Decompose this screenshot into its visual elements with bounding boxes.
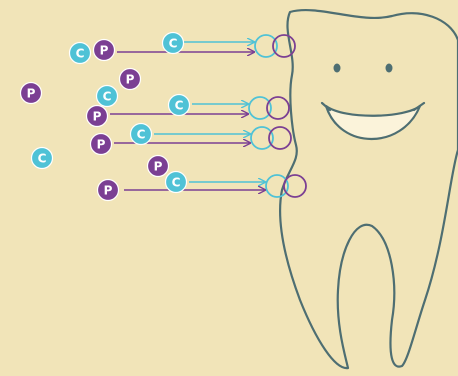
phosphate-ion-7-label: P (93, 110, 102, 124)
phosphate-ion-12: P (148, 156, 169, 177)
phosphate-ion-4-label: P (27, 87, 36, 101)
calcium-ion-6-label: C (103, 90, 112, 104)
calcium-ion-11: C (32, 148, 53, 169)
phosphate-ion-2-label: P (100, 44, 109, 58)
right-eye (386, 64, 393, 73)
calcium-ion-3: C (163, 33, 184, 54)
phosphate-ion-5-label: P (126, 73, 135, 87)
calcium-ion-9: C (131, 124, 152, 145)
ion-arrows (110, 42, 265, 190)
phosphate-ion-7: P (87, 106, 108, 127)
calcium-ion-1-label: C (76, 47, 85, 61)
calcium-ion-13-label: C (172, 176, 181, 190)
ring-pair-3 (251, 127, 291, 149)
calcium-ion-11-label: C (38, 152, 47, 166)
calcium-ion-1: C (70, 43, 91, 64)
phosphate-ion-14: P (98, 180, 119, 201)
phosphate-ion-10-label: P (97, 138, 106, 152)
phosphate-ion-10: P (91, 134, 112, 155)
tooth-outline (280, 10, 458, 368)
calcium-ion-8: C (169, 95, 190, 116)
phosphate-ion-4: P (21, 83, 42, 104)
calcium-ion-6: C (97, 86, 118, 107)
calcium-ion-13: C (166, 172, 187, 193)
phosphate-ion-5: P (120, 69, 141, 90)
left-eye (334, 64, 341, 73)
calcium-ion-8-label: C (175, 99, 184, 113)
phosphate-ion-14-label: P (104, 184, 113, 198)
calcium-ion-9-label: C (137, 128, 146, 142)
ring-pair-2 (249, 97, 289, 119)
phosphate-ion-12-label: P (154, 160, 163, 174)
tooth (280, 10, 458, 368)
phosphate-ion-2: P (94, 40, 115, 61)
calcium-ion-3-label: C (169, 37, 178, 51)
